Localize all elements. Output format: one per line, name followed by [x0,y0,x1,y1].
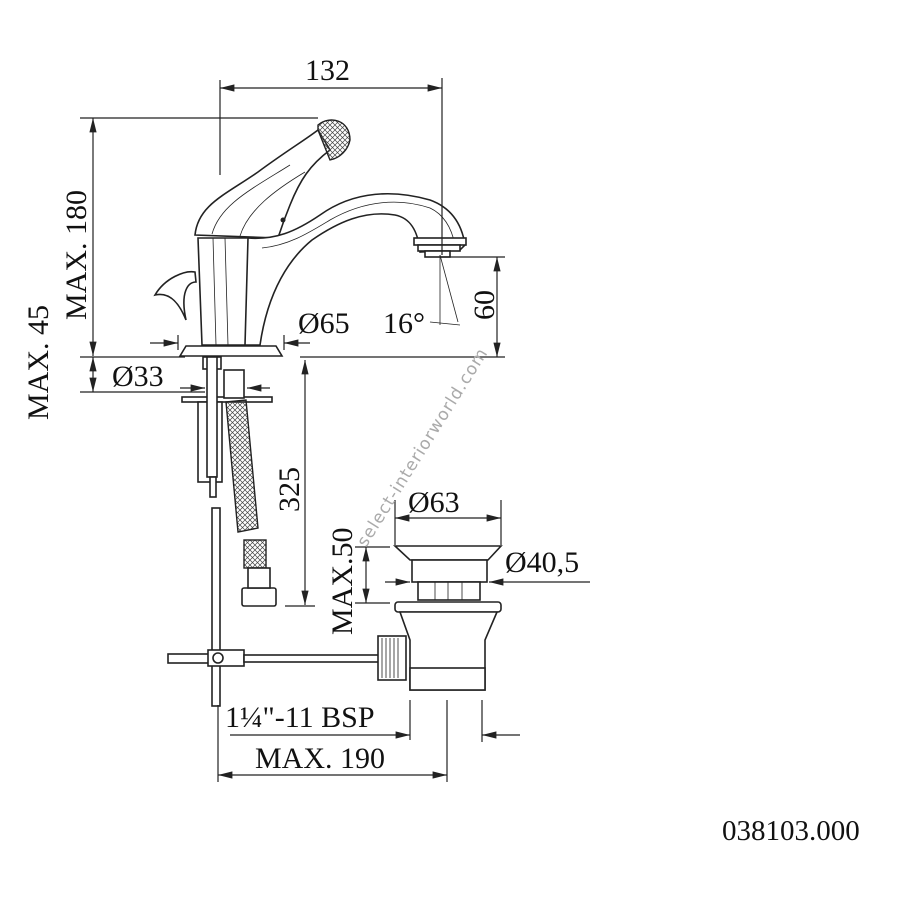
dim-waste-top-diameter: Ø63 [408,486,460,519]
dim-max-deck-thickness: MAX. 45 [22,305,55,420]
dim-hole-diameter: Ø33 [112,360,164,393]
dim-spout-height: 60 [468,290,501,320]
dimension-lines [80,78,590,782]
dim-rod-max-length: MAX. 190 [255,742,385,775]
dim-waste-max-height: MAX.50 [326,527,359,635]
dim-spout-reach: 132 [305,54,350,87]
waste-drawing [377,545,503,691]
dim-spout-angle: 16° [383,307,425,340]
watermark: select-interiorworld.com [353,344,492,550]
dim-base-diameter: Ø65 [298,307,350,340]
dim-thread: 1¼"-11 BSP [225,701,375,734]
faucet-drawing [153,119,467,707]
dim-max-height: MAX. 180 [60,190,93,320]
dim-waste-body-diameter: Ø40,5 [505,546,579,579]
dim-hose-length: 325 [273,467,306,512]
product-code: 038103.000 [722,815,860,847]
